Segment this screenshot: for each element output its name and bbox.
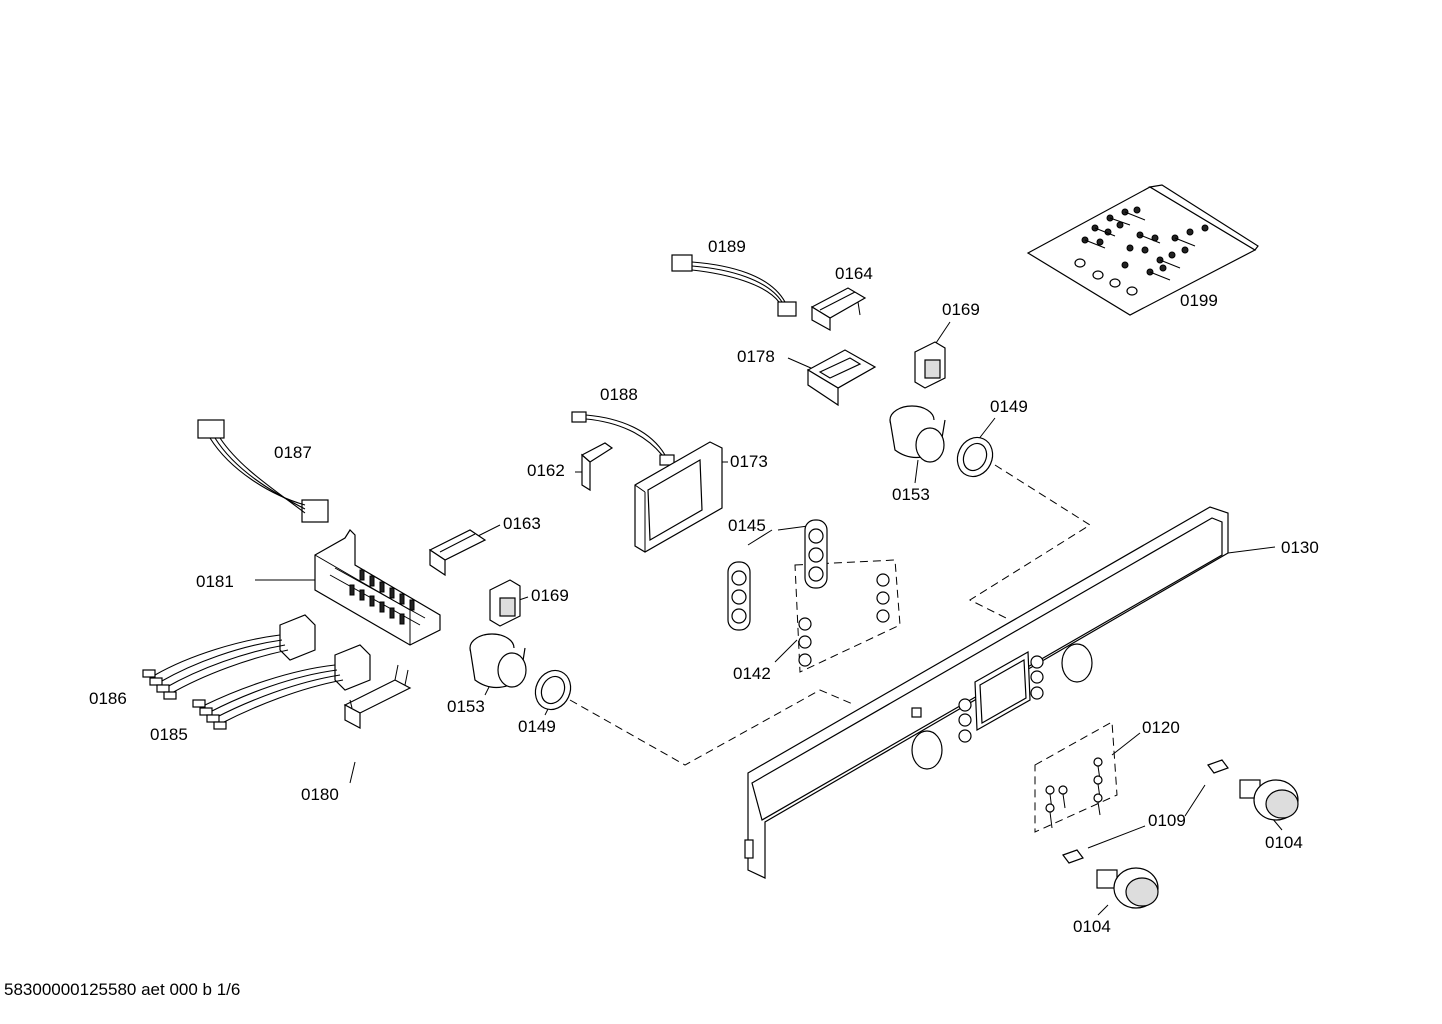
label-0187: 0187: [274, 443, 312, 462]
label-0180: 0180: [301, 785, 339, 804]
wire-harness-0185: [192, 644, 371, 730]
label-0104-right: 0104: [1265, 833, 1303, 852]
label-0163: 0163: [503, 514, 541, 533]
holder-0169-top: [914, 341, 946, 389]
cup-0153-top: [889, 405, 946, 463]
label-0188: 0188: [600, 385, 638, 404]
clip-0162: [580, 442, 614, 492]
label-0162: 0162: [527, 461, 565, 480]
label-0145: 0145: [728, 516, 766, 535]
label-0149-top: 0149: [990, 397, 1028, 416]
bracket-0180: [343, 664, 412, 729]
label-0186: 0186: [89, 689, 127, 708]
control-panel-fascia: [744, 506, 1229, 879]
label-0169-top: 0169: [942, 300, 980, 319]
label-0185: 0185: [150, 725, 188, 744]
screws-0120: [1045, 757, 1103, 829]
label-0173: 0173: [730, 452, 768, 471]
knob-insert-0109: [1062, 759, 1229, 864]
label-0181: 0181: [196, 572, 234, 591]
wire-harness-0187: [197, 419, 329, 523]
ring-0149-top: [956, 436, 994, 478]
label-0153-top: 0153: [892, 485, 930, 504]
label-0164: 0164: [835, 264, 873, 283]
label-0142: 0142: [733, 664, 771, 683]
screw-kit-bag: [1026, 184, 1259, 316]
label-0120: 0120: [1142, 718, 1180, 737]
ring-0149-lower: [534, 669, 572, 711]
bracket-0163: [428, 529, 487, 577]
label-0178: 0178: [737, 347, 775, 366]
switch-0178: [806, 349, 877, 407]
holder-0169-lower: [489, 579, 521, 627]
push-buttons-0142: [798, 573, 890, 667]
label-0109: 0109: [1148, 811, 1186, 830]
label-0189: 0189: [708, 237, 746, 256]
label-0169-lower: 0169: [531, 586, 569, 605]
label-0199: 0199: [1180, 291, 1218, 310]
label-0149-lower: 0149: [518, 717, 556, 736]
assembly-guide-lines: [569, 464, 1118, 833]
label-0153-lower: 0153: [447, 697, 485, 716]
part-labels: 0189 0164 0199 0169 0178 0149 0188 0187 …: [89, 237, 1319, 936]
knob-0104-lower: [1096, 867, 1159, 909]
electronic-module-0173: [634, 441, 723, 553]
label-0130: 0130: [1281, 538, 1319, 557]
knob-0104-right: [1239, 779, 1299, 821]
wire-harness-0189: [671, 254, 797, 317]
document-footer-id: 58300000125580 aet 000 b 1/6: [4, 980, 241, 999]
cup-0153-lower: [469, 633, 527, 689]
label-0104-lower: 0104: [1073, 917, 1111, 936]
wire-harness-0188: [571, 411, 675, 466]
bracket-0164: [810, 287, 867, 332]
button-strips-0145: [727, 519, 828, 631]
wire-harness-0186: [142, 614, 316, 700]
terminal-block-0181: [314, 529, 441, 646]
